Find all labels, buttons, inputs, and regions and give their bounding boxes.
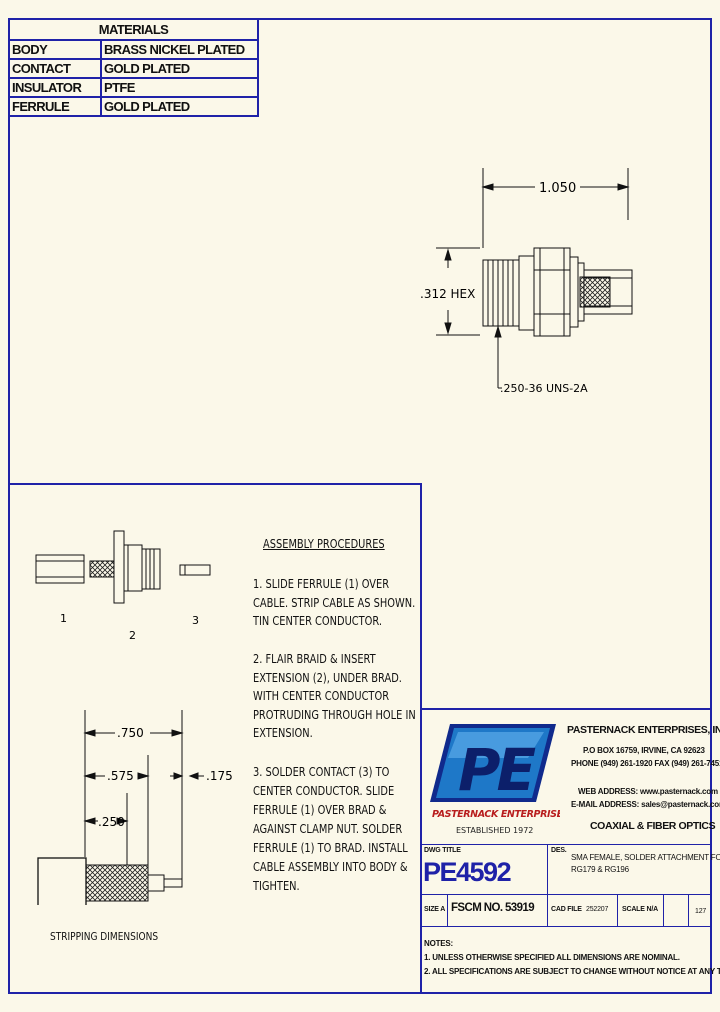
fscm-value: FSCM NO. 53919	[451, 902, 535, 914]
step-line: 3. SOLDER CONTACT (3) TO	[253, 765, 390, 779]
step-line: EXTENSION.	[253, 726, 313, 740]
cad-file-value: 252207	[586, 906, 609, 913]
step-line: TIN CENTER CONDUCTOR.	[253, 614, 383, 628]
part-number-2: 2	[129, 629, 136, 642]
drawing-border	[8, 18, 712, 994]
stripping-label: STRIPPING DIMENSIONS	[50, 930, 159, 943]
step-line: CABLE. STRIP CABLE AS SHOWN.	[253, 595, 416, 610]
stripping-dimensions-diagram: .750 .575 .175 .250	[37, 710, 233, 905]
step-line: FERRULE (1) TO BRAD. INSTALL	[253, 841, 408, 855]
part-number: PE4592	[423, 857, 512, 887]
dim-tip: .175	[206, 769, 233, 783]
company-web: WEB ADDRESS: www.pasternack.com	[578, 787, 718, 796]
assembly-title: ASSEMBLY PROCEDURES	[263, 537, 385, 551]
des-label: DES.	[551, 847, 567, 854]
connector-side-view: 1.050 .312 HEX .250-36 UNS-2A	[420, 168, 633, 395]
description-line-2: RG179 & RG196	[571, 865, 629, 874]
logo-banner: PASTERNACK ENTERPRISES	[432, 809, 560, 820]
title-block-top-rule	[420, 708, 712, 710]
material-cell: PTFE	[100, 77, 259, 98]
blank-cell	[663, 894, 689, 927]
scale-value: SCALE N/A	[622, 906, 658, 913]
company-name: PASTERNACK ENTERPRISES, INC.	[567, 724, 720, 736]
company-email: E-MAIL ADDRESS: sales@pasternack.com	[571, 800, 720, 809]
company-logo: PE PASTERNACK ENTERPRISES ESTABLISHED 19…	[430, 724, 560, 835]
material-cell: GOLD PLATED	[100, 96, 259, 117]
step-line: TIGHTEN.	[253, 879, 300, 893]
note-2: 2. ALL SPECIFICATIONS ARE SUBJECT TO CHA…	[424, 967, 720, 976]
dwg-title-label: DWG TITLE	[424, 847, 461, 854]
part-cell: FERRULE	[8, 96, 102, 117]
cad-file-label: CAD FILE	[551, 906, 582, 913]
part-cell: BODY	[8, 39, 102, 60]
length-dimension: 1.050	[539, 181, 576, 196]
part-number-3: 3	[192, 614, 199, 627]
assembly-step-2: 2. FLAIR BRAID & INSERT EXTENSION (2), U…	[253, 652, 451, 745]
sheet-cell	[688, 894, 712, 927]
part-cell: INSULATOR	[8, 77, 102, 98]
company-tagline: COAXIAL & FIBER OPTICS	[590, 820, 716, 832]
step-line: WITH CENTER CONDUCTOR	[253, 689, 390, 703]
step-line: EXTENSION (2), UNDER BRAD.	[253, 670, 402, 685]
dim-mid: .575	[107, 769, 134, 783]
part-number-1: 1	[60, 612, 67, 625]
company-address: P.O BOX 16759, IRVINE, CA 92623	[583, 746, 705, 755]
step-line: AGAINST CLAMP NUT. SOLDER	[253, 822, 403, 836]
note-1: 1. UNLESS OTHERWISE SPECIFIED ALL DIMENS…	[424, 953, 680, 962]
step-line: FERRULE (1) OVER BRAD &	[253, 803, 387, 817]
thread-spec-label: .250-36 UNS-2A	[500, 382, 588, 395]
established-label: ESTABLISHED 1972	[456, 826, 533, 835]
assembly-step-1: 1. SLIDE FERRULE (1) OVER CABLE. STRIP C…	[253, 577, 451, 633]
sheet-value: 127	[695, 908, 707, 915]
logo-letters: PE	[458, 736, 536, 804]
notes-label: NOTES:	[424, 939, 454, 948]
company-phone: PHONE (949) 261-1920 FAX (949) 261-7451	[571, 759, 720, 768]
material-cell: BRASS NICKEL PLATED	[100, 39, 259, 60]
description-line-1: SMA FEMALE, SOLDER ATTACHMENT FOR	[571, 853, 720, 862]
step-line: PROTRUDING THROUGH HOLE IN	[253, 707, 416, 722]
materials-header: MATERIALS	[8, 18, 259, 41]
dim-short: .250	[98, 815, 125, 829]
step-line: 2. FLAIR BRAID & INSERT	[253, 652, 376, 666]
hex-dimension: .312 HEX	[420, 287, 475, 301]
vertical-divider	[420, 483, 422, 994]
material-cell: GOLD PLATED	[100, 58, 259, 79]
part-cell: CONTACT	[8, 58, 102, 79]
step-line: 1. SLIDE FERRULE (1) OVER	[253, 577, 390, 591]
step-line: CABLE ASSEMBLY INTO BODY &	[253, 860, 408, 874]
horizontal-divider	[8, 483, 421, 485]
step-line: CENTER CONDUCTOR. SLIDE	[253, 784, 395, 798]
exploded-assembly-view: 1 2 3	[35, 530, 211, 642]
assembly-step-3: 3. SOLDER CONTACT (3) TO CENTER CONDUCTO…	[253, 765, 442, 898]
size-value: SIZE A	[424, 906, 446, 913]
dim-overall: .750	[117, 726, 144, 740]
